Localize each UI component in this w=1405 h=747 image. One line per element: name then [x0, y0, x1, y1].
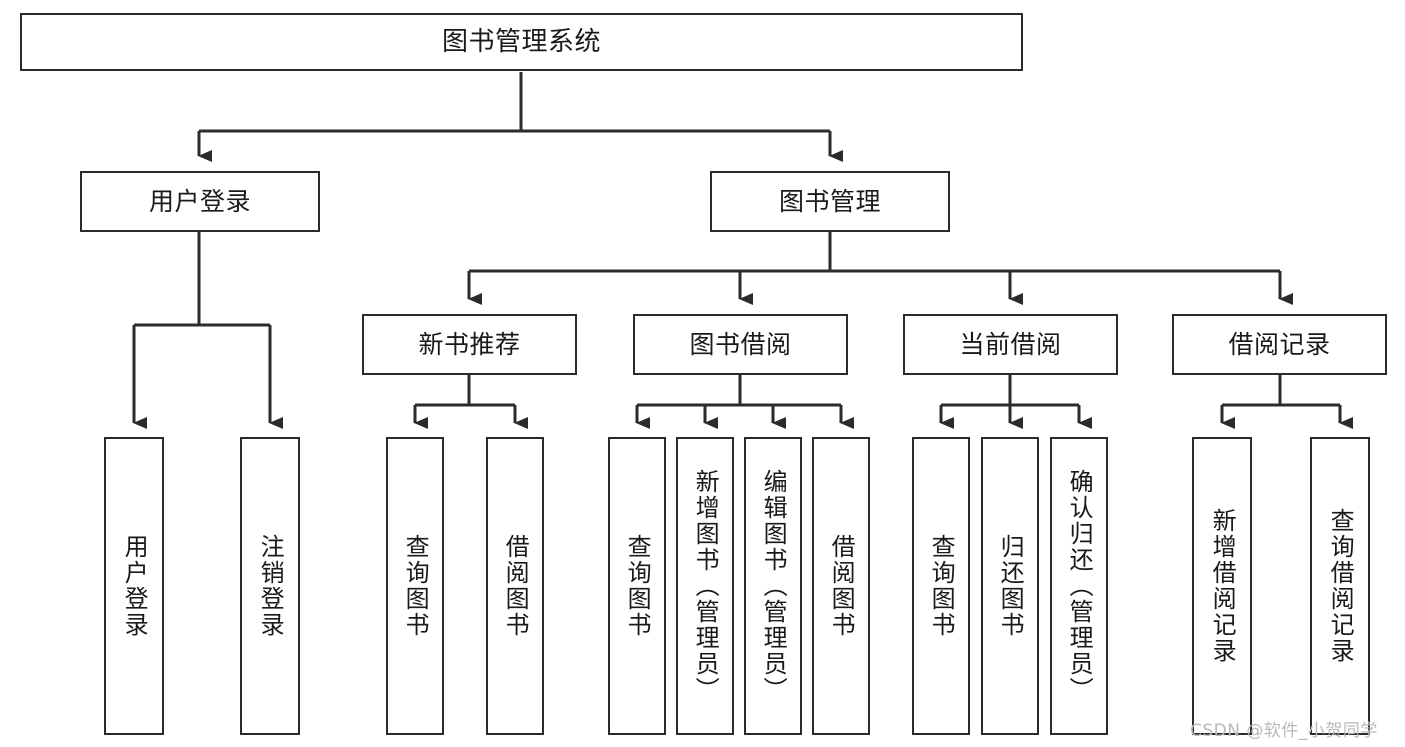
node-label: 新增借阅记录 [1208, 508, 1237, 664]
leaf-borrow-add-book-admin[interactable]: 新增图书（管理员） [676, 437, 734, 735]
node-book-management[interactable]: 图书管理 [710, 171, 950, 232]
leaf-record-query-record[interactable]: 查询借阅记录 [1310, 437, 1370, 735]
leaf-user-login[interactable]: 用户登录 [104, 437, 164, 735]
node-label: 新增图书（管理员） [691, 469, 720, 703]
node-label: 查询图书 [927, 534, 956, 638]
node-label: 图书管理系统 [441, 26, 601, 57]
node-label: 编辑图书（管理员） [759, 469, 788, 703]
node-label: 查询借阅记录 [1326, 508, 1355, 664]
node-borrow-record[interactable]: 借阅记录 [1172, 314, 1387, 375]
node-label: 查询图书 [623, 534, 652, 638]
node-label: 图书借阅 [689, 329, 792, 359]
node-root-system[interactable]: 图书管理系统 [20, 13, 1023, 71]
node-label: 注销登录 [256, 534, 285, 638]
leaf-current-confirm-return-admin[interactable]: 确认归还（管理员） [1050, 437, 1108, 735]
node-label: 借阅记录 [1228, 329, 1331, 359]
leaf-user-logout[interactable]: 注销登录 [240, 437, 300, 735]
node-label: 借阅图书 [501, 534, 530, 638]
node-label: 查询图书 [401, 534, 430, 638]
node-label: 归还图书 [996, 534, 1025, 638]
leaf-borrow-query-book[interactable]: 查询图书 [608, 437, 666, 735]
node-new-book-recommend[interactable]: 新书推荐 [362, 314, 577, 375]
node-label: 图书管理 [778, 186, 881, 216]
node-current-borrow[interactable]: 当前借阅 [903, 314, 1118, 375]
leaf-borrow-edit-book-admin[interactable]: 编辑图书（管理员） [744, 437, 802, 735]
leaf-record-add-record[interactable]: 新增借阅记录 [1192, 437, 1252, 735]
node-user-login[interactable]: 用户登录 [80, 171, 320, 232]
leaf-newbook-query-book[interactable]: 查询图书 [386, 437, 444, 735]
node-label: 当前借阅 [959, 329, 1062, 359]
node-label: 新书推荐 [418, 329, 521, 359]
node-label: 借阅图书 [827, 534, 856, 638]
leaf-borrow-borrow-book[interactable]: 借阅图书 [812, 437, 870, 735]
node-label: 确认归还（管理员） [1065, 469, 1094, 703]
node-label: 用户登录 [148, 186, 251, 216]
leaf-newbook-borrow-book[interactable]: 借阅图书 [486, 437, 544, 735]
csdn-watermark: CSDN @软件_小贺同学 [1190, 721, 1378, 741]
leaf-current-query-book[interactable]: 查询图书 [912, 437, 970, 735]
leaf-current-return-book[interactable]: 归还图书 [981, 437, 1039, 735]
node-book-borrow[interactable]: 图书借阅 [633, 314, 848, 375]
node-label: 用户登录 [120, 534, 149, 638]
